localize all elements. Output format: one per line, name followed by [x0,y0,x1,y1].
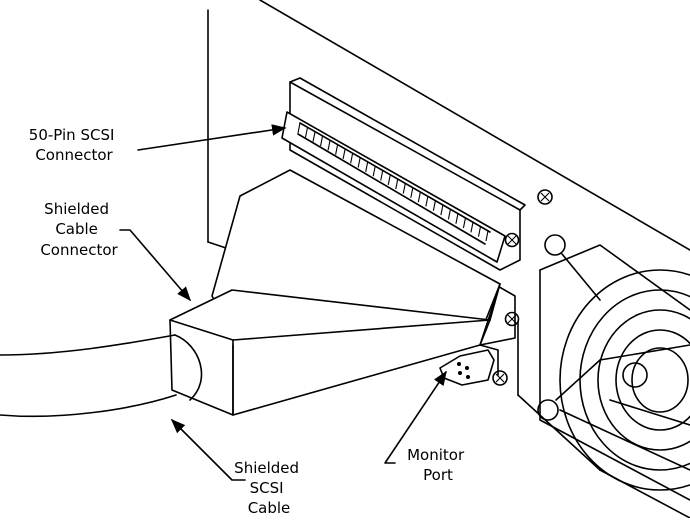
screw-icon-lower [504,311,520,327]
connector-pin [432,200,436,211]
connector-pin [320,135,324,147]
connector-pin [365,161,369,172]
connector-pin [395,179,399,190]
connector-pin [380,170,384,181]
connector-pin [425,196,429,207]
screw-icon-mid [504,232,520,248]
connector-pin [410,187,414,198]
shielded-cable-connector [169,169,501,416]
callout-line-shielded-connector [119,229,191,302]
connector-pin [312,131,316,142]
label-shielded-connector: Shielded Cable Connector [40,200,118,259]
connector-pin [402,183,406,194]
connector-pin [304,127,309,138]
callout-line-monitor-port [384,370,447,464]
connector-pins [297,122,489,242]
connector-pin [297,122,301,134]
connector-pin [485,230,489,242]
connector-pin [372,166,376,177]
connector-pin [357,157,361,168]
connector-pin [387,174,391,185]
connector-pin [462,217,466,229]
connector-pin [455,213,459,224]
callout-line-cable [170,418,246,481]
connector-pin [350,153,354,164]
label-monitor-port: Monitor Port [407,446,469,484]
callout-line-scsi-connector [137,124,287,151]
label-shielded-cable: Shielded SCSI Cable [234,459,304,517]
connector-pin [327,140,331,151]
connector-pin [342,148,346,160]
screw-icon-bottom [492,370,508,386]
connector-pin [447,209,451,220]
connector-pin [417,192,421,203]
connector-pin [470,222,474,233]
screw-icon-top [537,189,553,205]
connector-pin [335,144,339,155]
scsi-50pin-connector [281,77,526,271]
monitor-port-icon [439,349,495,386]
fan-grille-icon [537,234,690,501]
connector-pin [440,204,444,216]
shielded-scsi-cable [0,334,203,418]
connector-pin [477,226,482,237]
label-scsi-connector: 50-Pin SCSI Connector [29,126,119,164]
